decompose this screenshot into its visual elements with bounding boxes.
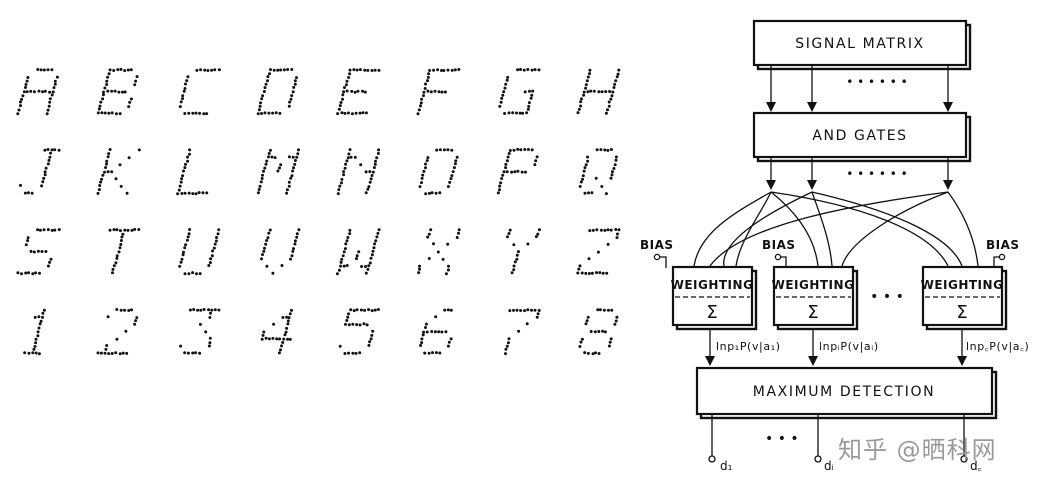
dot-char-Y — [506, 228, 541, 275]
decision-outputs: d₁ • • • dᵢ d꜀ — [708, 415, 982, 473]
matrix-to-gates-arrows — [766, 66, 953, 112]
svg-text:Σ: Σ — [807, 302, 818, 323]
dot-char-W — [335, 228, 381, 276]
weighting-unit-i: WEIGHTING Σ — [772, 265, 859, 331]
svg-text:Σ: Σ — [706, 302, 717, 323]
ellipsis-bottom: • • • — [765, 431, 799, 447]
dot-char-4 — [260, 308, 293, 355]
svg-text:BIAS: BIAS — [640, 238, 674, 252]
weight-output-i: lnpᵢP(v|aᵢ) — [819, 340, 879, 353]
dot-char-C — [178, 68, 221, 116]
dot-char-P — [496, 147, 539, 195]
dot-matrix-character-grid — [16, 67, 621, 356]
dot-char-D — [256, 68, 298, 116]
dot-char-O — [418, 148, 459, 196]
dot-char-6 — [419, 308, 453, 355]
dot-char-E — [336, 68, 381, 116]
signal-matrix-label: SIGNAL MATRIX — [795, 36, 925, 52]
bias-right: BIAS — [986, 238, 1020, 268]
dot-char-A — [16, 68, 59, 116]
ellipsis-middle: • • • • • • — [846, 167, 908, 181]
bias-middle: BIAS — [762, 238, 796, 268]
weighting-output-arrows — [705, 330, 967, 366]
dot-char-F — [416, 68, 461, 116]
dot-char-U — [178, 228, 221, 276]
dot-char-S — [16, 228, 61, 276]
signal-matrix-block: SIGNAL MATRIX — [752, 19, 972, 71]
weighting-unit-c: WEIGHTING Σ — [921, 265, 1008, 331]
dot-char-B — [96, 67, 139, 116]
svg-text:BIAS: BIAS — [762, 238, 796, 252]
svg-text:WEIGHTING: WEIGHTING — [671, 278, 754, 292]
svg-text:BIAS: BIAS — [986, 238, 1020, 252]
bias-left: BIAS — [640, 238, 674, 268]
decision-output-1: d₁ — [720, 459, 733, 473]
dot-char-M — [256, 148, 300, 195]
svg-text:WEIGHTING: WEIGHTING — [772, 278, 855, 292]
dot-char-V — [260, 228, 301, 275]
svg-text:Σ: Σ — [956, 302, 967, 323]
maximum-detection-block: MAXIMUM DETECTION — [695, 366, 998, 420]
weighting-unit-1: WEIGHTING Σ — [671, 265, 758, 331]
ellipsis-top: • • • • • • — [846, 75, 908, 89]
dot-char-3 — [179, 308, 221, 355]
dot-char-T — [108, 227, 141, 275]
ellipsis-weighting: • • • — [870, 289, 904, 305]
watermark: 知乎 @晒科网 — [838, 436, 997, 464]
dot-char-G — [498, 68, 541, 115]
dot-char-L — [176, 148, 209, 196]
weight-output-1: lnp₁P(v|a₁) — [716, 340, 781, 353]
decision-output-i: dᵢ — [824, 459, 834, 473]
dot-char-J — [19, 148, 61, 195]
weight-output-c: lnp꜀P(v|a꜀) — [966, 340, 1029, 353]
dot-char-H — [576, 68, 621, 115]
interconnect-wires — [693, 191, 979, 267]
dot-char-N — [336, 148, 381, 196]
dot-char-Q — [578, 148, 618, 196]
dot-char-Z — [576, 228, 621, 275]
decision-output-c: d꜀ — [970, 459, 982, 473]
dot-char-1 — [23, 308, 46, 356]
dot-char-X — [417, 228, 461, 276]
dot-char-K — [96, 148, 141, 195]
dot-char-2 — [96, 308, 139, 356]
maximum-detection-label: MAXIMUM DETECTION — [753, 384, 935, 400]
dot-char-8 — [578, 308, 619, 356]
and-gates-label: AND GATES — [812, 128, 907, 144]
gates-output-arrows — [766, 158, 953, 190]
svg-text:WEIGHTING: WEIGHTING — [921, 278, 1004, 292]
dot-char-5 — [338, 308, 380, 355]
dot-char-7 — [504, 308, 541, 356]
and-gates-block: AND GATES — [752, 111, 972, 163]
